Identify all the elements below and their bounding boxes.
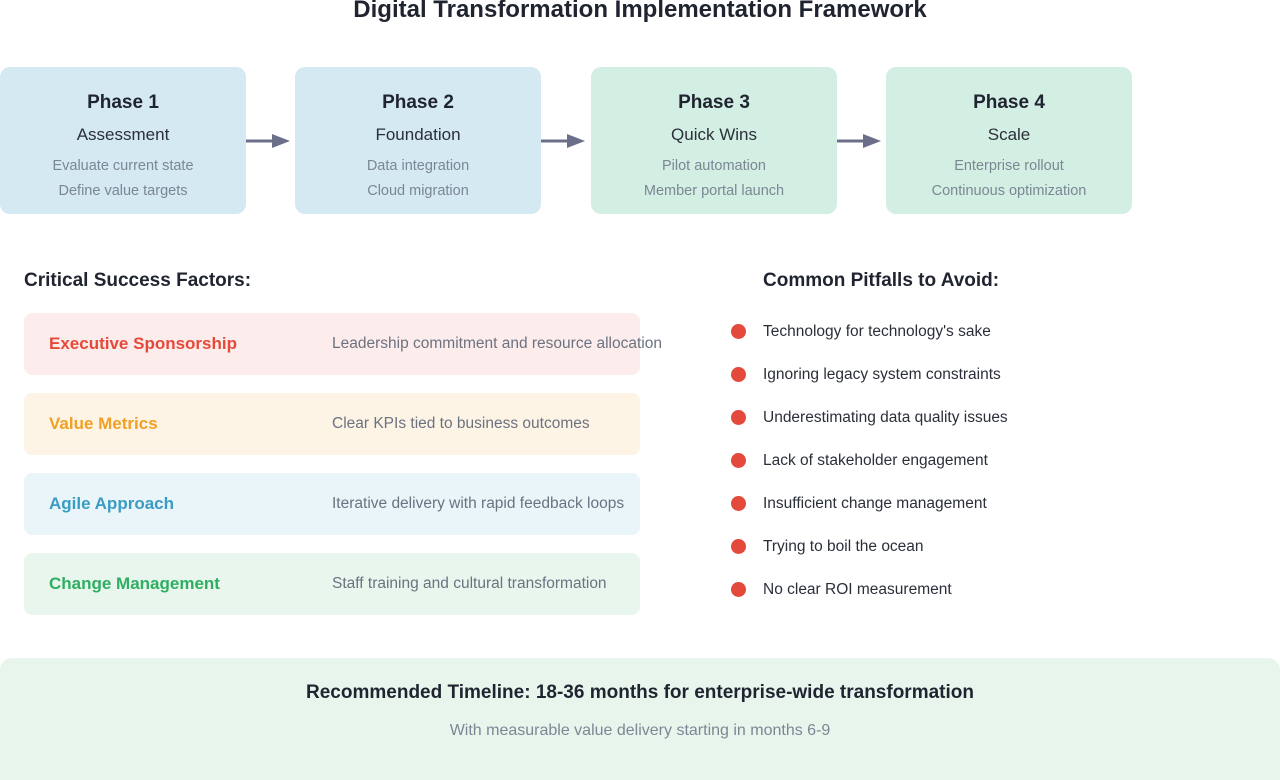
bullet-dot-icon [731, 539, 746, 554]
pitfall-text: Technology for technology's sake [763, 323, 991, 340]
phase-item: Pilot automation [662, 158, 766, 174]
factor-name: Value Metrics [49, 414, 158, 433]
phase-label: Phase 3 [678, 92, 750, 113]
factor-description: Iterative delivery with rapid feedback l… [332, 495, 625, 512]
factor-change-management: Change Management Staff training and cul… [24, 553, 640, 615]
bullet-dot-icon [731, 582, 746, 597]
phase-name: Scale [987, 125, 1031, 144]
factor-name: Change Management [49, 574, 220, 593]
phase-item: Data integration [366, 158, 470, 174]
bullet-dot-icon [731, 410, 746, 425]
phase-name: Foundation [375, 125, 461, 144]
phase-2-box: Phase 2 Foundation Data integration Clou… [295, 67, 541, 214]
pitfall-text: Ignoring legacy system constraints [763, 366, 1001, 383]
phase-label: Phase 4 [973, 92, 1045, 113]
phase-item: Enterprise rollout [954, 158, 1064, 174]
timeline-subtitle: With measurable value delivery starting … [449, 722, 831, 739]
pitfall-text: Lack of stakeholder engagement [763, 452, 988, 469]
phase-label: Phase 2 [382, 92, 454, 113]
phase-item: Cloud migration [367, 183, 469, 199]
pitfall-text: Underestimating data quality issues [763, 409, 1008, 426]
factor-value-metrics: Value Metrics Clear KPIs tied to busines… [24, 393, 640, 455]
factor-name: Agile Approach [49, 494, 174, 513]
phase-item: Evaluate current state [52, 158, 194, 174]
factor-description: Staff training and cultural transformati… [332, 575, 607, 592]
bullet-dot-icon [731, 367, 746, 382]
pitfall-text: Trying to boil the ocean [763, 538, 924, 555]
phase-label: Phase 1 [87, 92, 159, 113]
phase-4-box: Phase 4 Scale Enterprise rollout Continu… [886, 67, 1132, 214]
bullet-dot-icon [731, 324, 746, 339]
factor-description: Clear KPIs tied to business outcomes [332, 415, 590, 432]
phase-item: Member portal launch [643, 183, 785, 199]
phase-3-box: Phase 3 Quick Wins Pilot automation Memb… [591, 67, 837, 214]
factor-name: Executive Sponsorship [49, 334, 237, 353]
phase-item: Define value targets [58, 183, 188, 199]
phase-name: Assessment [76, 125, 170, 144]
factor-executive-sponsorship: Executive Sponsorship Leadership commitm… [24, 313, 662, 375]
arrow-right-icon [837, 134, 881, 148]
phase-1-box: Phase 1 Assessment Evaluate current stat… [0, 67, 246, 214]
phase-name: Quick Wins [671, 125, 757, 144]
page-title: Digital Transformation Implementation Fr… [353, 0, 927, 23]
factor-description: Leadership commitment and resource alloc… [332, 335, 662, 352]
arrow-right-icon [541, 134, 585, 148]
pitfall-text: Insufficient change management [763, 495, 987, 512]
arrow-right-icon [246, 134, 290, 148]
success-factors-heading: Critical Success Factors: [24, 270, 252, 291]
pitfall-text: No clear ROI measurement [763, 581, 952, 598]
bullet-dot-icon [731, 496, 746, 511]
phase-item: Continuous optimization [931, 183, 1087, 199]
timeline-title: Recommended Timeline: 18-36 months for e… [306, 682, 974, 703]
bullet-dot-icon [731, 453, 746, 468]
factor-agile-approach: Agile Approach Iterative delivery with r… [24, 473, 640, 535]
pitfalls-heading: Common Pitfalls to Avoid: [763, 270, 1000, 291]
timeline-banner: Recommended Timeline: 18-36 months for e… [0, 658, 1280, 780]
